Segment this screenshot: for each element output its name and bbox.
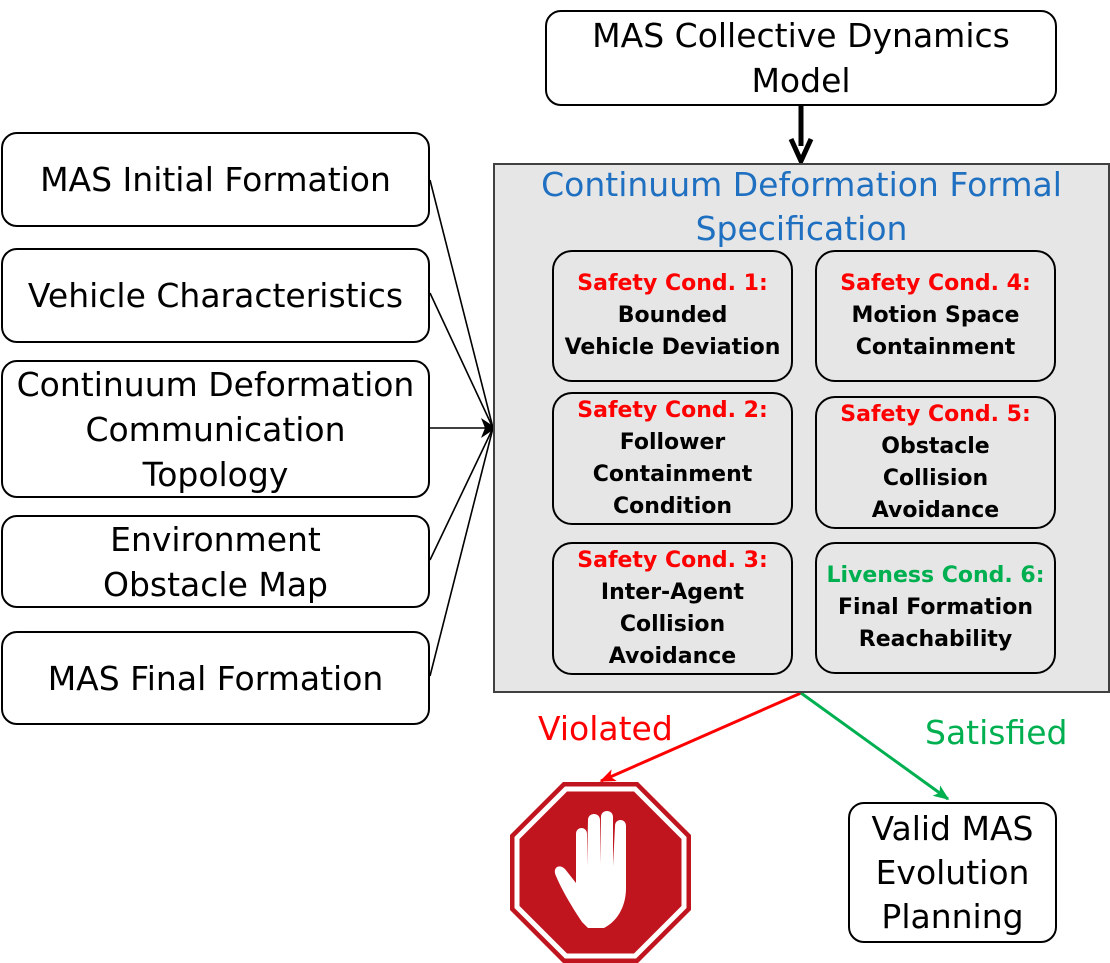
dynamics-model-line-1: MAS Collective Dynamics xyxy=(592,16,1010,55)
edge-satisfied xyxy=(800,691,950,801)
specification-title-line-1: Continuum Deformation Formal xyxy=(541,165,1062,204)
condition-6-line-2: Reachability xyxy=(858,627,1013,652)
final-formation-box: MAS Final Formation xyxy=(1,631,430,725)
arrowhead-inputs xyxy=(481,418,496,438)
valid-planning-box: Valid MAS Evolution Planning xyxy=(848,802,1057,943)
dynamics-model-line-2: Model xyxy=(751,61,851,100)
condition-6-line-1: Final Formation xyxy=(838,595,1033,620)
obstacle-map-line-1: Environment xyxy=(110,519,321,559)
condition-3-line-1: Inter-Agent xyxy=(600,579,745,605)
condition-1-line-2: Vehicle Deviation xyxy=(564,335,781,360)
obstacle-map-box: Environment Obstacle Map xyxy=(1,515,430,608)
specification-title-line-2: Specification xyxy=(695,209,908,248)
edge-obstacle-map xyxy=(429,427,494,561)
condition-3-line-2: Collision xyxy=(619,611,726,637)
communication-topology-line-2: Communication xyxy=(85,409,346,449)
initial-formation-label: MAS Initial Formation xyxy=(40,160,391,199)
condition-5-line-2: Collision xyxy=(882,465,989,491)
condition-6-heading: Liveness Cond. 6: xyxy=(826,563,1045,588)
condition-5-line-1: Obstacle xyxy=(881,433,990,459)
safety-condition-5: Safety Cond. 5: Obstacle Collision Avoid… xyxy=(815,396,1056,529)
specification-title: Continuum Deformation Formal Specificati… xyxy=(495,163,1108,251)
edge-dynamics-to-spec xyxy=(788,106,814,168)
condition-5-line-3: Avoidance xyxy=(871,497,1000,523)
condition-2-line-3: Condition xyxy=(612,493,733,519)
stop-hand-icon xyxy=(510,782,691,963)
condition-1-line-1: Bounded xyxy=(617,303,728,328)
condition-4-line-2: Containment xyxy=(855,335,1016,360)
edge-final-formation xyxy=(429,427,494,677)
safety-condition-3: Safety Cond. 3: Inter-Agent Collision Av… xyxy=(552,542,793,675)
communication-topology-box: Continuum Deformation Communication Topo… xyxy=(1,360,430,498)
condition-2-line-1: Follower xyxy=(619,429,726,455)
edge-initial-formation xyxy=(429,179,494,429)
valid-planning-line-1: Valid MAS xyxy=(871,808,1034,848)
communication-topology-line-3: Topology xyxy=(142,454,289,494)
safety-condition-4: Safety Cond. 4: Motion Space Containment xyxy=(815,250,1056,382)
edge-violated xyxy=(599,691,802,783)
final-formation-label: MAS Final Formation xyxy=(47,658,384,698)
satisfied-label: Satisfied xyxy=(925,713,1068,752)
violated-label: Violated xyxy=(538,709,673,748)
condition-5-heading: Safety Cond. 5: xyxy=(840,401,1031,427)
condition-4-heading: Safety Cond. 4: xyxy=(840,271,1031,296)
edge-vehicle-characteristics xyxy=(429,292,494,429)
vehicle-characteristics-label: Vehicle Characteristics xyxy=(27,276,404,315)
formal-specification-panel: Continuum Deformation Formal Specificati… xyxy=(493,163,1110,693)
input-edges xyxy=(429,179,494,677)
initial-formation-box: MAS Initial Formation xyxy=(1,132,430,227)
valid-planning-line-2: Evolution xyxy=(875,852,1030,892)
condition-2-line-2: Containment xyxy=(592,461,753,487)
condition-2-heading: Safety Cond. 2: xyxy=(577,397,768,423)
condition-3-heading: Safety Cond. 3: xyxy=(577,547,768,573)
condition-4-line-1: Motion Space xyxy=(851,303,1020,328)
safety-condition-2: Safety Cond. 2: Follower Containment Con… xyxy=(552,392,793,525)
safety-condition-1: Safety Cond. 1: Bounded Vehicle Deviatio… xyxy=(552,250,793,382)
hand-shape xyxy=(554,811,626,928)
valid-planning-line-3: Planning xyxy=(881,896,1024,936)
condition-1-heading: Safety Cond. 1: xyxy=(577,271,768,296)
obstacle-map-line-2: Obstacle Map xyxy=(102,564,329,604)
condition-3-line-3: Avoidance xyxy=(608,643,737,669)
communication-topology-line-1: Continuum Deformation xyxy=(16,364,415,404)
vehicle-characteristics-box: Vehicle Characteristics xyxy=(1,248,430,343)
dynamics-model-box: MAS Collective Dynamics Model xyxy=(545,10,1057,106)
liveness-condition-6: Liveness Cond. 6: Final Formation Reacha… xyxy=(815,542,1056,674)
